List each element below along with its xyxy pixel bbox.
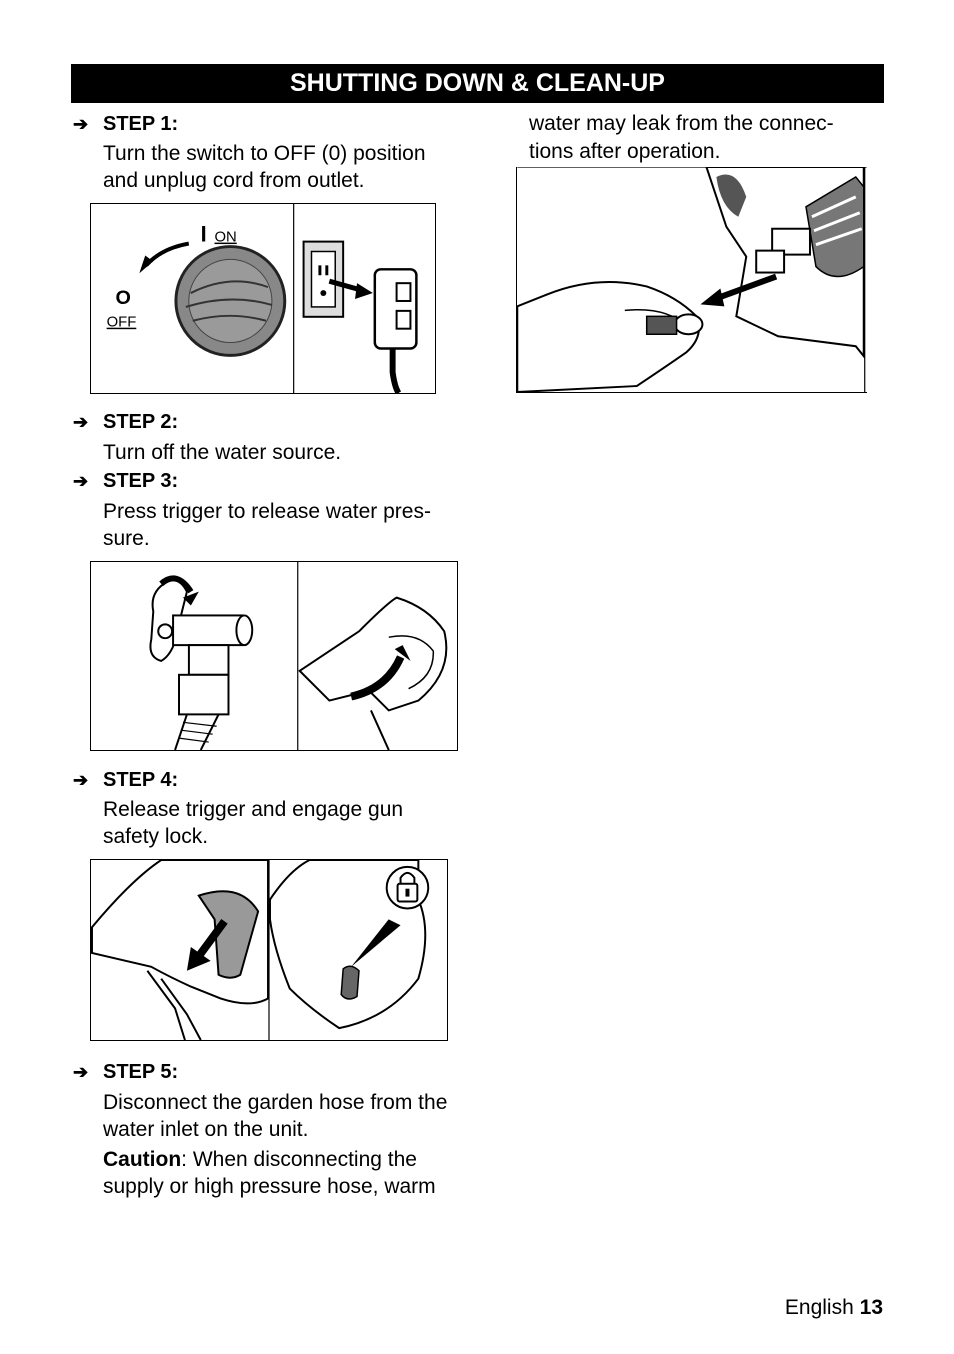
step-4-heading: ➔STEP 4:	[73, 769, 179, 791]
step-4-text: Release trigger and engage gun safety lo…	[103, 798, 404, 848]
step-2-heading: ➔STEP 2:	[73, 411, 179, 433]
section-title: SHUTTING DOWN & CLEAN-UP	[290, 69, 665, 97]
figure-switch-unplug: I ON O OFF	[90, 203, 436, 394]
arrow-bullet-icon: ➔	[73, 471, 89, 491]
off-label: OFF	[107, 315, 137, 331]
on-symbol: I	[201, 222, 207, 247]
figure-disconnect-hose	[516, 167, 867, 393]
page-number: 13	[859, 1296, 883, 1319]
footer-language: English	[784, 1296, 854, 1319]
figure-safety-lock	[90, 859, 448, 1041]
section-title-bar: SHUTTING DOWN & CLEAN-UP	[71, 64, 884, 103]
step-2-text: Turn off the water source.	[103, 441, 342, 464]
disconnect-hose-illustration	[517, 167, 867, 392]
arrow-bullet-icon: ➔	[73, 1062, 89, 1082]
safety-lock-illustration	[91, 860, 430, 1040]
figure-water-trigger	[90, 561, 458, 751]
arrow-bullet-icon: ➔	[73, 114, 89, 134]
page-footer: English 13	[785, 1296, 883, 1320]
caution-label: Caution	[103, 1148, 182, 1171]
arrow-bullet-icon: ➔	[73, 770, 89, 790]
step-1-text: Turn the switch to OFF (0) position and …	[103, 142, 426, 192]
step-3-text: Press trigger to release water pres- sur…	[103, 500, 431, 550]
on-label: ON	[215, 230, 237, 246]
step-3-heading: ➔STEP 3:	[73, 470, 179, 492]
arrow-bullet-icon: ➔	[73, 412, 89, 432]
step-5-heading: ➔STEP 5:	[73, 1061, 179, 1083]
switch-unplug-illustration: I ON O OFF	[107, 204, 418, 393]
step-1-heading: ➔STEP 1:	[73, 113, 179, 135]
padlock-icon	[385, 865, 430, 910]
step-5-text: Disconnect the garden hose from the wate…	[103, 1091, 448, 1141]
off-symbol: O	[116, 287, 131, 309]
caution-continued: water may leak from the connec- tions af…	[529, 112, 834, 163]
water-trigger-illustration	[149, 562, 448, 750]
caution-note: Caution: When disconnecting the supply o…	[103, 1148, 436, 1198]
rotate-arrow-icon	[144, 241, 190, 267]
